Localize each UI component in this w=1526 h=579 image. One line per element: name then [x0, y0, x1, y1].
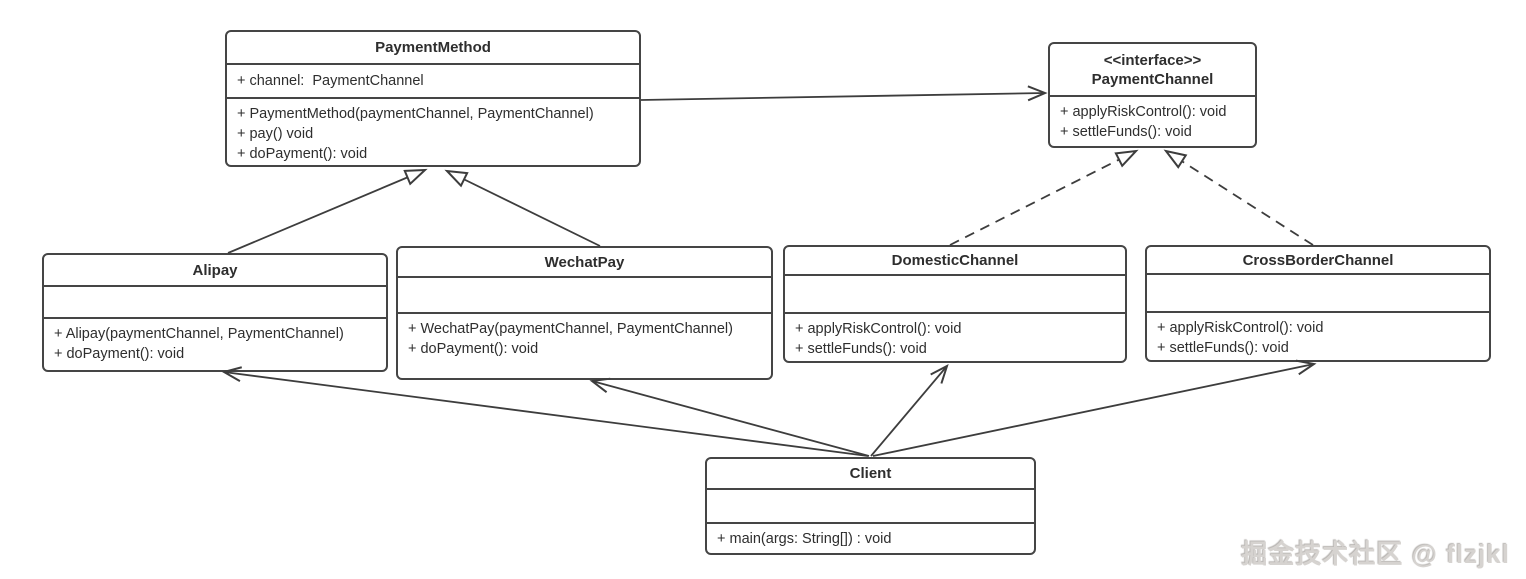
class-methods-payment-method: + PaymentMethod(paymentChannel, PaymentC…: [227, 99, 639, 165]
class-methods-alipay: + Alipay(paymentChannel, PaymentChannel)…: [44, 319, 386, 370]
edge-wechatpay-generalization-paymentmethod: [444, 169, 601, 247]
class-title-alipay: Alipay: [44, 255, 386, 287]
class-title-cross-border-channel: CrossBorderChannel: [1147, 247, 1489, 275]
class-attributes-cross-border-channel: [1147, 275, 1489, 313]
edge-domesticchannel-realization-paymentchannel: [949, 149, 1139, 246]
class-attributes-alipay: [44, 287, 386, 319]
class-box-alipay: Alipay + Alipay(paymentChannel, PaymentC…: [42, 253, 388, 372]
class-box-domestic-channel: DomesticChannel + applyRiskControl(): vo…: [783, 245, 1127, 363]
interface-methods-payment-channel: + applyRiskControl(): void + settleFunds…: [1050, 97, 1255, 146]
class-methods-domestic-channel: + applyRiskControl(): void + settleFunds…: [785, 314, 1125, 361]
interface-box-payment-channel: <<interface>> PaymentChannel + applyRisk…: [1048, 42, 1257, 148]
class-attributes-payment-method: + channel: PaymentChannel: [227, 65, 639, 99]
watermark-text: 掘金技术社区 @ flzjkl: [1241, 539, 1510, 569]
method-line: + WechatPay(paymentChannel, PaymentChann…: [408, 321, 733, 337]
attribute-line: + channel: PaymentChannel: [237, 73, 424, 89]
class-methods-client: + main(args: String[]) : void: [707, 524, 1034, 553]
edge-paymentmethod-association-paymentchannel: [640, 85, 1048, 102]
method-line: + settleFunds(): void: [1157, 340, 1289, 356]
class-attributes-client: [707, 490, 1034, 524]
edge-client-association-crossborderchannel: [872, 359, 1317, 457]
method-line: + settleFunds(): void: [795, 341, 927, 357]
class-box-cross-border-channel: CrossBorderChannel + applyRiskControl():…: [1145, 245, 1491, 362]
edge-crossborderchannel-realization-paymentchannel: [1163, 149, 1314, 246]
edge-alipay-generalization-paymentmethod: [227, 168, 428, 254]
class-box-payment-method: PaymentMethod + channel: PaymentChannel …: [225, 30, 641, 167]
class-methods-wechat-pay: + WechatPay(paymentChannel, PaymentChann…: [398, 314, 771, 378]
edge-client-association-domesticchannel: [870, 363, 949, 457]
class-title-wechat-pay: WechatPay: [398, 248, 771, 278]
method-line: + applyRiskControl(): void: [1157, 320, 1324, 336]
class-title-domestic-channel: DomesticChannel: [785, 247, 1125, 276]
interface-name: PaymentChannel: [1091, 70, 1214, 88]
class-attributes-domestic-channel: [785, 276, 1125, 314]
method-line: + doPayment(): void: [408, 341, 539, 357]
edge-client-association-wechatpay: [589, 377, 870, 457]
method-line: + applyRiskControl(): void: [1060, 104, 1227, 120]
class-title-payment-method: PaymentMethod: [227, 32, 639, 65]
method-line: + applyRiskControl(): void: [795, 321, 962, 337]
method-line: + doPayment(): void: [237, 146, 368, 162]
method-line: + main(args: String[]) : void: [717, 531, 892, 547]
method-line: + doPayment(): void: [54, 346, 185, 362]
interface-stereotype: <<interface>>: [1103, 51, 1202, 69]
edge-client-association-alipay: [221, 366, 869, 457]
class-title-client: Client: [707, 459, 1034, 490]
interface-title-payment-channel: <<interface>> PaymentChannel: [1050, 44, 1255, 97]
class-box-client: Client + main(args: String[]) : void: [705, 457, 1036, 555]
class-attributes-wechat-pay: [398, 278, 771, 314]
method-line: + PaymentMethod(paymentChannel, PaymentC…: [237, 106, 594, 122]
class-box-wechat-pay: WechatPay + WechatPay(paymentChannel, Pa…: [396, 246, 773, 380]
method-line: + settleFunds(): void: [1060, 124, 1192, 140]
method-line: + Alipay(paymentChannel, PaymentChannel): [54, 326, 344, 342]
class-methods-cross-border-channel: + applyRiskControl(): void + settleFunds…: [1147, 313, 1489, 360]
method-line: + pay() void: [237, 126, 314, 142]
